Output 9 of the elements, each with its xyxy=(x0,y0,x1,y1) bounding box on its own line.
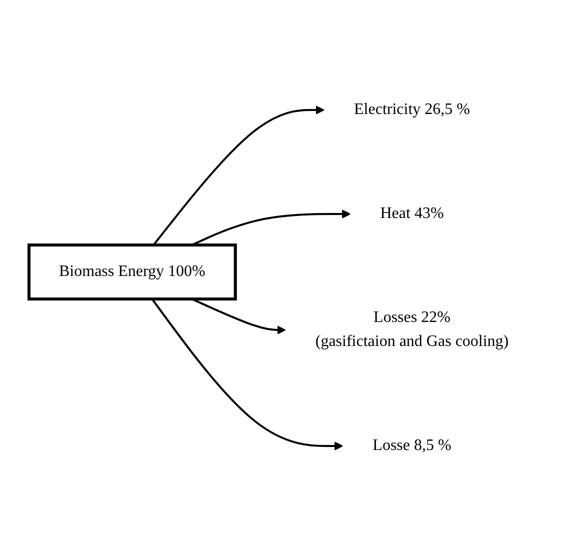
node-text: Electricity 26,5 % xyxy=(354,100,470,118)
node-text: Losses 22% (gasifictaion and Gas cooling) xyxy=(315,308,508,350)
node-box: Biomass Energy 100% xyxy=(27,243,237,300)
node-text: Losse 8,5 % xyxy=(372,436,451,454)
arrow xyxy=(191,209,350,246)
arrow xyxy=(191,298,286,334)
node-text: Heat 43% xyxy=(380,204,444,222)
arrow xyxy=(152,105,324,246)
arrow xyxy=(150,298,343,450)
